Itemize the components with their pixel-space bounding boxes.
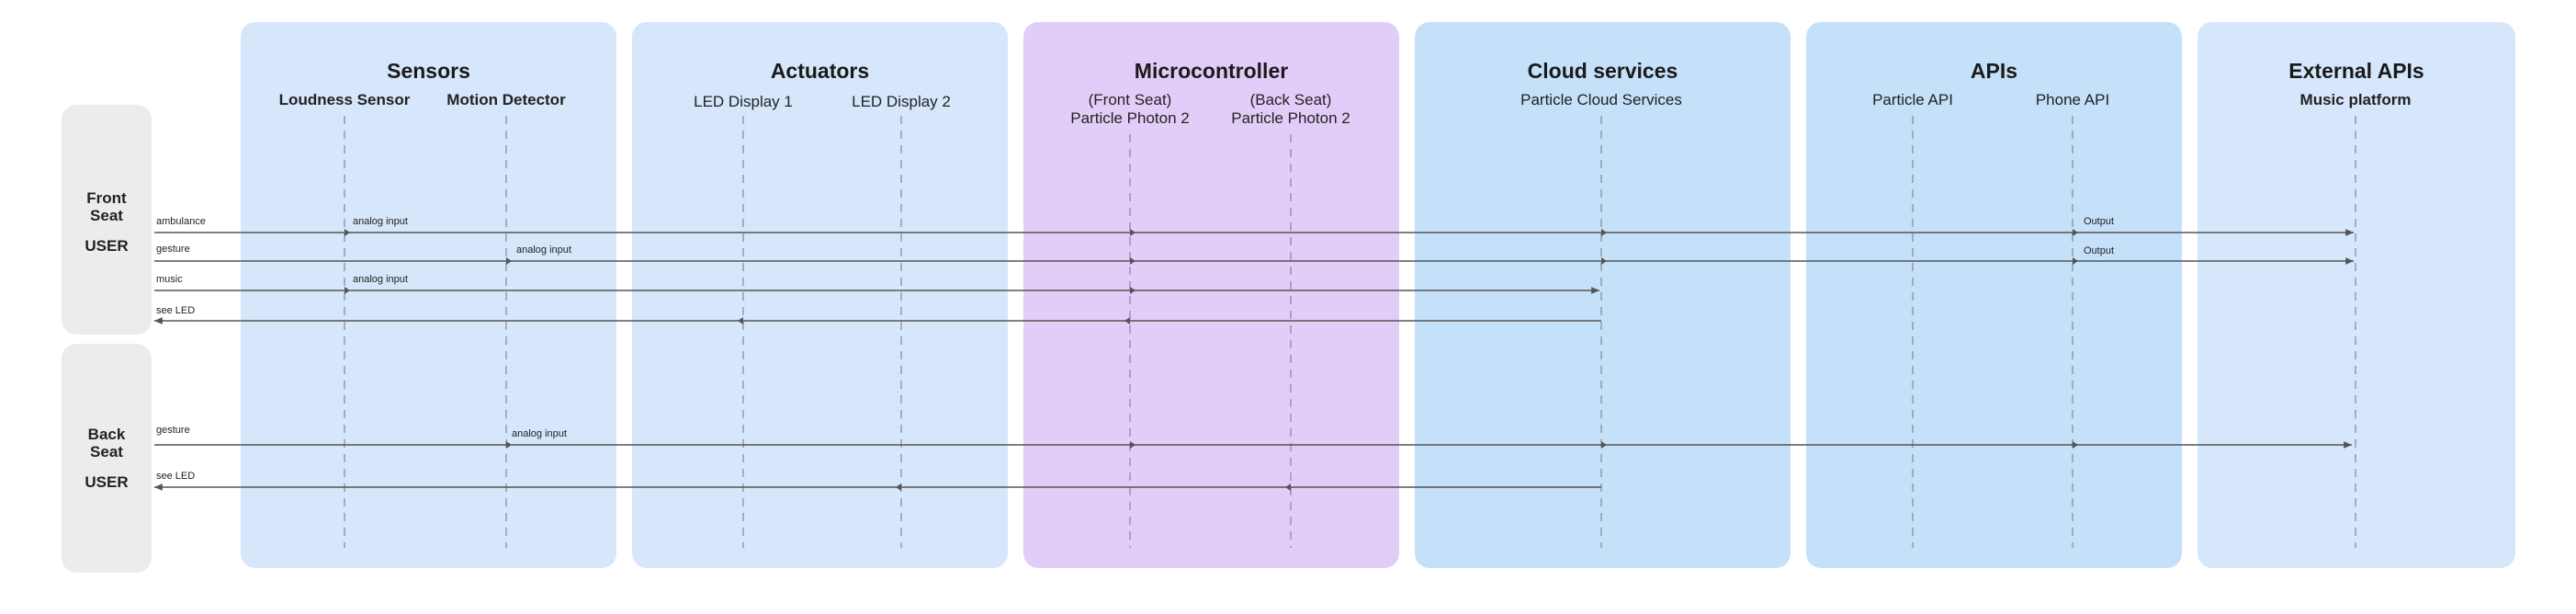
actor-particle-cloud-services: Particle Cloud Services — [1520, 91, 1682, 108]
message-label-music: music — [156, 274, 183, 285]
message-gesture-front-tick-b — [1130, 257, 1135, 265]
group-external-apis: External APIs — [2198, 22, 2515, 568]
group-microcontroller: Microcontroller — [1023, 22, 1399, 568]
message-see-led-front-tick-b — [738, 317, 743, 324]
message-music-tick-b — [1130, 287, 1135, 294]
actor-phone-api: Phone API — [2035, 91, 2110, 108]
group-title-cloud-services: Cloud services — [1527, 59, 1678, 83]
message-see-led-front-tick-a — [1124, 317, 1130, 324]
group-sensors: Sensors — [241, 22, 616, 568]
actor-front-seat-photon-line2: Particle Photon 2 — [1070, 109, 1190, 127]
message-gesture-back-tick-c — [1601, 441, 1607, 449]
group-actuators: Actuators — [632, 22, 1008, 568]
actor-led-display-1: LED Display 1 — [694, 93, 793, 110]
user-back-seat-line1: Back — [87, 426, 126, 443]
group-title-sensors: Sensors — [387, 59, 470, 83]
user-front-seat-role: USER — [85, 237, 129, 255]
actor-led-display-2: LED Display 2 — [852, 93, 951, 110]
message-gesture-front-tick-d — [2073, 257, 2078, 265]
message-note-ambulance-output: Output — [2084, 216, 2114, 227]
user-front-seat: Front Seat USER — [62, 105, 152, 335]
message-gesture-back-tick-a — [506, 441, 512, 449]
message-label-see-led-front: see LED — [156, 305, 195, 316]
actor-front-seat-photon: (Front Seat) Particle Photon 2 — [1038, 91, 1222, 128]
message-music-tick-a — [345, 287, 350, 294]
group-title-external-apis: External APIs — [2288, 59, 2424, 83]
message-note-ambulance-analog: analog input — [353, 216, 408, 227]
message-ambulance-tick-a — [345, 229, 350, 236]
message-ambulance-tick-d — [2073, 229, 2078, 236]
message-gesture-back-tick-b — [1130, 441, 1135, 449]
user-back-seat: Back Seat USER — [62, 344, 152, 573]
group-apis: APIs — [1806, 22, 2182, 568]
actor-particle-api: Particle API — [1872, 91, 1953, 108]
user-back-seat-role: USER — [85, 473, 129, 491]
message-note-gesture-front-analog: analog input — [516, 244, 571, 256]
group-title-apis: APIs — [1970, 59, 2018, 83]
group-title-microcontroller: Microcontroller — [1134, 59, 1289, 83]
group-title-actuators: Actuators — [770, 59, 870, 83]
actor-back-seat-photon-line2: Particle Photon 2 — [1231, 109, 1350, 127]
message-label-gesture-back: gesture — [156, 425, 190, 436]
message-gesture-front-tick-a — [506, 257, 512, 265]
actor-front-seat-photon-line1: (Front Seat) — [1088, 91, 1172, 108]
message-label-see-led-back: see LED — [156, 471, 195, 482]
group-cloud-services: Cloud services — [1415, 22, 1791, 568]
message-ambulance-tick-b — [1130, 229, 1135, 236]
actor-music-platform: Music platform — [2299, 91, 2412, 108]
message-gesture-front-tick-c — [1601, 257, 1607, 265]
actor-loudness-sensor: Loudness Sensor — [278, 91, 411, 108]
message-label-ambulance: ambulance — [156, 216, 206, 227]
message-label-gesture-front: gesture — [156, 244, 190, 255]
message-gesture-back-tick-d — [2073, 441, 2078, 449]
user-back-seat-line2: Seat — [90, 443, 123, 460]
message-note-gesture-back-analog: analog input — [512, 428, 567, 439]
actor-back-seat-photon-line1: (Back Seat) — [1249, 91, 1332, 108]
user-front-seat-line1: Front — [86, 189, 127, 207]
message-note-music-analog: analog input — [353, 274, 408, 285]
message-ambulance-tick-c — [1601, 229, 1607, 236]
actor-motion-detector: Motion Detector — [446, 91, 566, 108]
message-note-gesture-front-output: Output — [2084, 245, 2114, 256]
message-see-led-back-tick-a — [1285, 483, 1291, 491]
actor-back-seat-photon: (Back Seat) Particle Photon 2 — [1199, 91, 1383, 128]
message-see-led-back-tick-b — [896, 483, 901, 491]
user-front-seat-line2: Seat — [90, 207, 123, 224]
